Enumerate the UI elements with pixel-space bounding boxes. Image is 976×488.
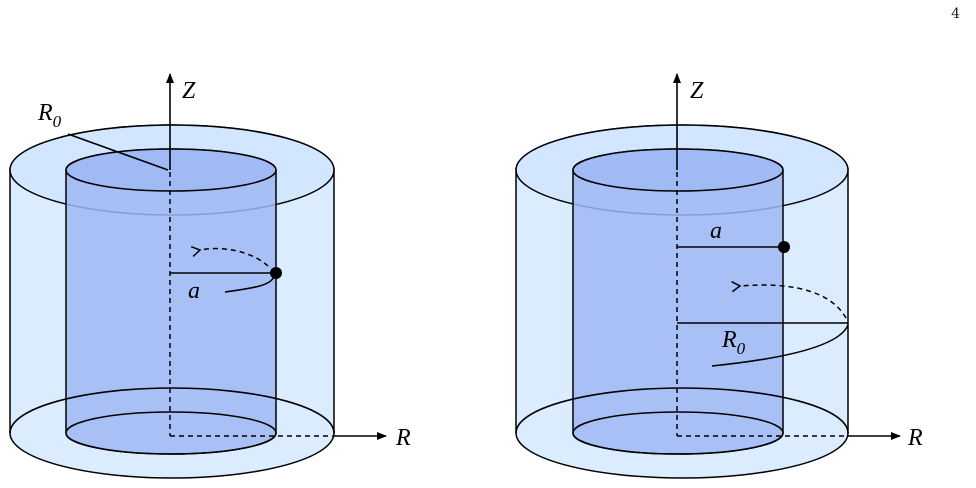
right-diagram: Z R a R0 [515,73,923,479]
right-particle [778,241,790,253]
left-inner-bottom [65,411,277,455]
left-orbit-dashed [190,245,269,267]
right-outer-bottom-arc [515,387,849,434]
left-outer-radius-line [67,133,169,171]
left-particle [270,267,282,279]
right-inner-radius-label: a [710,218,722,244]
left-diagram: Z R R0 a [9,73,411,479]
right-z-label: Z [690,78,704,104]
right-r-label: R [907,425,923,451]
right-inner-bottom [572,411,784,455]
right-orbit-dashed [731,280,847,319]
left-inner-radius-label: a [188,278,200,304]
right-inner-cylinder [572,148,784,455]
page-number: 4 [951,6,960,22]
right-inner-top [572,148,784,192]
left-outer-radius-label: R0 [37,100,62,131]
left-inner-cylinder [65,148,277,455]
right-orbit-solid [711,324,849,367]
left-r-label: R [395,425,411,451]
left-orbit-solid [224,275,275,293]
right-outer-radius-label: R0 [721,327,746,358]
left-outer-bottom-arc [9,387,335,434]
left-inner-top [65,148,277,192]
left-z-label: Z [182,78,196,104]
